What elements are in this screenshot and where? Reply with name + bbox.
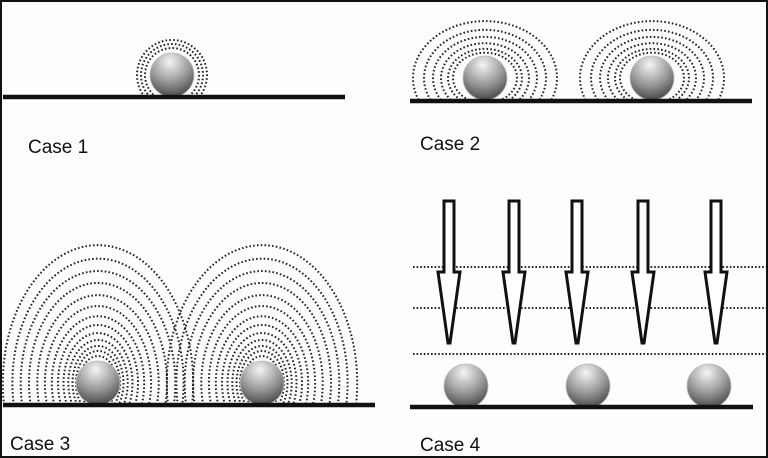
dotted-ring — [28, 281, 168, 406]
particle-ball — [149, 52, 195, 98]
dotted-ring — [165, 244, 359, 406]
down-arrow — [703, 199, 729, 345]
dotted-ring — [614, 47, 690, 101]
field-rings — [136, 38, 208, 98]
dotted-ring — [136, 38, 208, 98]
particle-ball — [629, 55, 675, 101]
dotted-ring — [452, 51, 518, 101]
dotted-ring — [140, 42, 204, 98]
dotted-ring — [50, 315, 146, 406]
dotted-ring — [175, 257, 349, 406]
particle-ball — [462, 55, 508, 101]
field-rings — [579, 20, 725, 101]
dotted-ring — [231, 338, 293, 406]
panel-case-4 — [410, 199, 766, 410]
down-arrow — [564, 199, 590, 345]
dotted-ring — [221, 323, 303, 406]
case-3-label: Case 3 — [10, 434, 70, 455]
dotted-ring — [214, 315, 310, 406]
down-arrow — [436, 199, 462, 345]
panel-case-3 — [1, 244, 375, 408]
dotted-ring — [619, 51, 685, 101]
dotted-ring — [71, 345, 125, 406]
dotted-ring — [67, 338, 129, 406]
dotted-ring — [599, 35, 705, 101]
down-arrow — [630, 199, 656, 345]
case-2-label: Case 2 — [420, 134, 480, 155]
dotted-ring — [207, 305, 317, 406]
dotted-ring — [43, 305, 153, 406]
dotted-ring — [235, 345, 289, 406]
dotted-ring — [1, 244, 195, 406]
dotted-ring — [19, 270, 177, 406]
dotted-ring — [183, 270, 341, 406]
dotted-ring — [192, 281, 332, 406]
panel-case-2 — [410, 20, 752, 104]
case-4-label: Case 4 — [420, 435, 481, 456]
dotted-ring — [447, 47, 523, 101]
particle-ball — [239, 360, 285, 406]
dotted-ring — [144, 47, 200, 98]
dotted-ring — [432, 35, 538, 101]
particle-ball — [686, 363, 732, 409]
case-1-label: Case 1 — [28, 137, 88, 158]
field-rings — [1, 244, 195, 406]
dotted-ring — [11, 257, 185, 406]
down-arrow — [501, 199, 527, 345]
dotted-ring — [440, 42, 530, 101]
dotted-ring — [57, 323, 139, 406]
dotted-ring — [226, 332, 298, 406]
field-rings — [165, 244, 359, 406]
field-rings — [412, 20, 558, 101]
particle-ball — [75, 360, 121, 406]
panel-case-1 — [3, 38, 345, 100]
particle-ball — [565, 363, 611, 409]
dotted-ring — [607, 42, 697, 101]
dotted-ring — [62, 332, 134, 406]
particle-ball — [443, 363, 489, 409]
